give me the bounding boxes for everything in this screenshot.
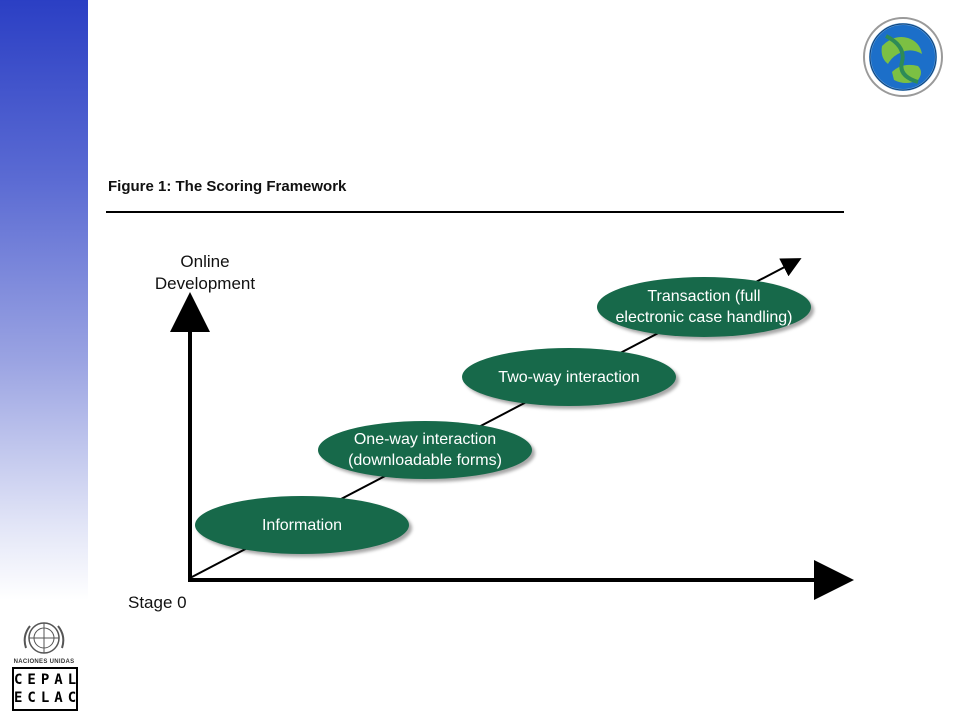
figure-title: Figure 1: The Scoring Framework: [108, 178, 347, 195]
stage-label: Two-way interaction: [498, 368, 640, 386]
stage-two-way-interaction: Two-way interaction: [462, 348, 676, 406]
stage-label: One-way interaction (downloadable forms): [348, 431, 502, 469]
sidebar-gradient: [0, 0, 88, 600]
stage-information: Information: [195, 496, 409, 554]
globe-logo-icon: [863, 17, 943, 97]
cepal-eclac-logo: CEPAL ECLAC: [12, 667, 78, 711]
eclac-text: ECLAC: [14, 690, 82, 706]
un-caption: NACIONES UNIDAS: [13, 659, 75, 665]
stage-label: Transaction (full electronic case handli…: [615, 288, 793, 326]
title-divider: [106, 211, 844, 213]
stage-label: Information: [261, 516, 343, 534]
y-axis-label: Online Development: [154, 252, 256, 293]
un-emblem-icon: [23, 622, 65, 654]
stage-one-way-interaction: One-way interaction (downloadable forms): [318, 421, 532, 479]
stage-transaction: Transaction (full electronic case handli…: [597, 277, 811, 337]
cepal-text: CEPAL: [14, 672, 82, 688]
x-axis-label: Stage 0: [128, 593, 187, 612]
